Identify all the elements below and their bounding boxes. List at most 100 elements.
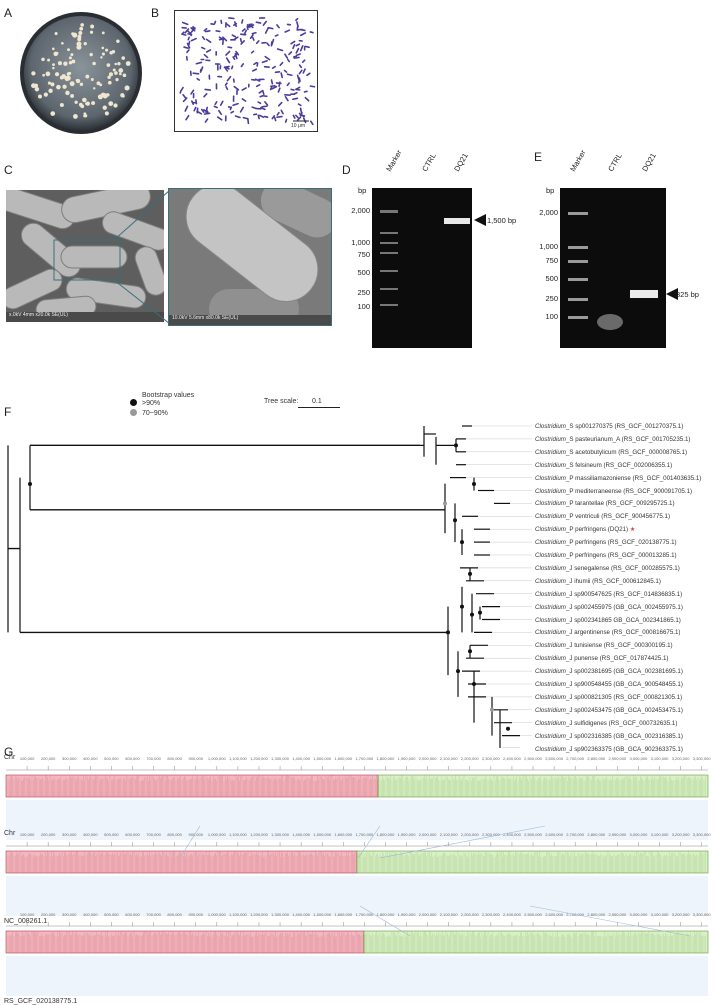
taxon-label: Clostridium_P tarantellae (RS_GCF_009295… (535, 500, 675, 508)
colony (67, 48, 70, 52)
tick-label: 1,000,000 (207, 756, 226, 761)
colony (69, 81, 75, 87)
tick-label: 1,500,000 (313, 832, 332, 837)
rod-cell (203, 27, 208, 32)
rod-cell (216, 116, 223, 121)
colony (106, 63, 111, 67)
rod-cell (271, 115, 276, 120)
colony (115, 78, 119, 82)
bootstrap-node (460, 540, 464, 545)
tick-label: 2,500,000 (524, 832, 542, 837)
bootstrap-mid-icon (130, 409, 137, 416)
rod-cell (286, 73, 293, 77)
scale-bar-label: 10 μm (291, 123, 305, 129)
rod-cell (263, 115, 269, 118)
colony (42, 73, 45, 77)
tick-label: 2,300,000 (481, 912, 500, 917)
rod-cell (290, 88, 295, 91)
colony (52, 47, 55, 51)
colony (78, 102, 83, 107)
track-title: Chr (4, 754, 16, 761)
bootstrap-node (453, 518, 457, 523)
rod-cell (205, 106, 208, 114)
tick-label: 1,700,000 (355, 756, 374, 761)
panel-label-e: E (534, 150, 543, 164)
rod-cell (287, 58, 291, 63)
rod-cell (295, 43, 301, 47)
bootstrap-node (472, 482, 476, 487)
rod-cell (232, 56, 236, 61)
rod-cell (274, 71, 281, 74)
rod-cell (241, 87, 247, 91)
tick-label: 100,000 (19, 912, 35, 917)
tick-label: 2,900,000 (608, 912, 627, 917)
colony (54, 72, 60, 77)
legend-high: >90% (142, 400, 161, 407)
tick-label: 900,000 (188, 912, 203, 917)
rod-cell (225, 57, 231, 64)
rod-cell (224, 115, 227, 122)
tick-label: 2,400,000 (503, 912, 521, 917)
tick-label: 1,000,000 (207, 912, 226, 917)
rod-cell (232, 102, 239, 107)
colony (48, 88, 53, 94)
rod-cell (284, 118, 288, 123)
bootstrap-node (478, 610, 482, 615)
rod-cell (228, 17, 235, 20)
colony (72, 32, 78, 38)
ladder-label: 100 (545, 312, 558, 321)
tick-label: 100,000 (19, 756, 35, 761)
track-title: Chr (4, 830, 16, 837)
taxon-label: Clostridium_J senegalense (RS_GCF_000285… (535, 564, 680, 572)
lane-label-ctrl: CTRL (606, 151, 624, 173)
tick-label: 1,500,000 (313, 912, 332, 917)
rod-cell (255, 107, 262, 110)
tick-label: 3,300,000 (692, 832, 711, 837)
colony (75, 78, 79, 82)
colony (124, 85, 130, 91)
tick-label: 1,600,000 (334, 756, 353, 761)
taxon-label: Clostridium_J argentinense (RS_GCF_00081… (535, 629, 681, 637)
tick-label: 1,300,000 (271, 912, 289, 917)
colony (108, 101, 114, 106)
rod-cell (241, 19, 244, 24)
rod-cell (192, 25, 196, 30)
ladder-label: 1,000 (351, 238, 370, 247)
rod-cell (227, 46, 233, 49)
colony (56, 84, 61, 90)
synteny-link (359, 905, 411, 937)
rod-cell (292, 55, 298, 58)
tick-label: 1,900,000 (397, 756, 416, 761)
rod-cell (196, 107, 199, 114)
tick-label: 1,200,000 (250, 832, 268, 837)
tick-label: 1,900,000 (397, 832, 416, 837)
ladder-label: 1,000 (539, 242, 558, 251)
rod-cell (241, 28, 246, 32)
rod-cell (239, 106, 245, 113)
tick-label: 3,100,000 (650, 756, 669, 761)
band-label: 1,500 bp (487, 216, 517, 225)
rod-cell (309, 120, 314, 126)
panel-label-a: A (4, 6, 13, 20)
rod-cell (246, 25, 249, 31)
taxon-label: Clostridium_J sp002341865 GB_GCA_0023418… (535, 616, 681, 624)
tick-label: 2,300,000 (481, 756, 500, 761)
rod-cell (276, 111, 280, 116)
bootstrap-high-icon (130, 399, 137, 406)
bootstrap-node (454, 443, 458, 448)
rod-cell (278, 81, 281, 88)
tick-label: 3,100,000 (650, 912, 669, 917)
tick-label: 2,000,000 (418, 756, 437, 761)
colony (76, 41, 82, 47)
rod-cell (241, 98, 247, 102)
legend-mid: 70~90% (142, 410, 168, 417)
rod-cell (200, 108, 205, 113)
rod-cell (295, 86, 301, 91)
rod-cell (262, 20, 267, 26)
colony (52, 63, 55, 67)
rod-cell (276, 48, 284, 52)
colony (120, 69, 123, 72)
synteny-link (529, 905, 691, 937)
colony (107, 75, 111, 79)
rod-cell (213, 105, 218, 109)
